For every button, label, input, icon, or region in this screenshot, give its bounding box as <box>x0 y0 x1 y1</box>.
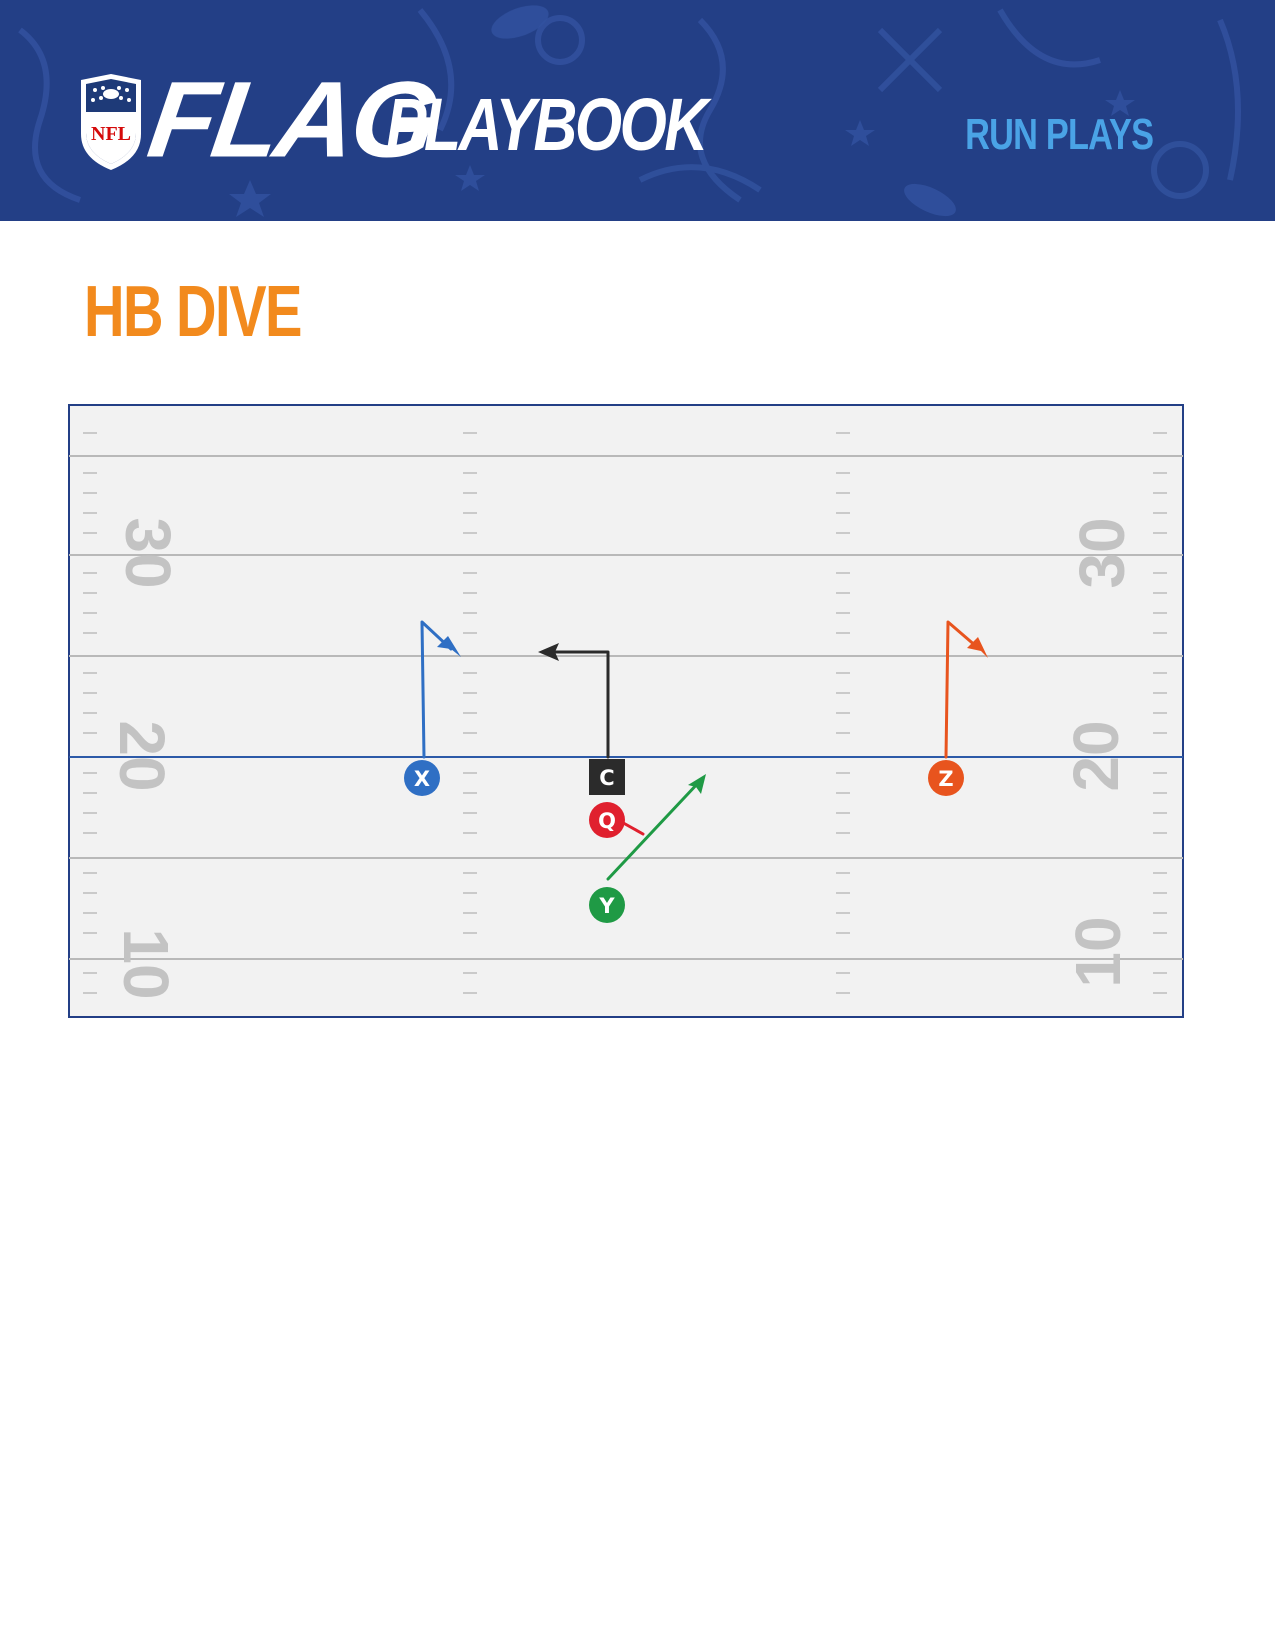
banner-pattern <box>18 5 1241 217</box>
header-banner: NFL FLAG PLAYBOOK RUN PLAYS <box>0 0 1275 221</box>
c-route-arrowhead <box>538 643 559 661</box>
svg-text:X: X <box>414 767 430 791</box>
field-diagram: 30 20 10 30 20 10 X C Q Y Z <box>68 404 1184 1018</box>
hash-marks <box>83 432 1167 994</box>
section-label: RUN PLAYS <box>964 110 1154 159</box>
svg-text:C: C <box>599 766 614 790</box>
z-route-arrowhead <box>967 637 988 658</box>
yard-numbers-right: 30 20 10 <box>1060 517 1138 987</box>
z-route <box>944 620 979 759</box>
yard-number-left-10: 10 <box>110 928 182 999</box>
yard-number-left-30: 30 <box>112 517 184 588</box>
play-title: HB DIVE <box>84 272 302 352</box>
playbook-wordmark: PLAYBOOK <box>386 83 708 166</box>
yard-number-left-20: 20 <box>106 720 178 791</box>
player-x: X <box>404 760 440 796</box>
svg-text:Q: Q <box>598 809 616 833</box>
y-route-arrowhead <box>688 774 706 794</box>
x-route-arrowhead <box>437 636 461 657</box>
player-q: Q <box>589 802 625 838</box>
yard-numbers-left: 30 20 10 <box>106 517 184 999</box>
yard-number-right-10: 10 <box>1062 916 1134 987</box>
x-route <box>420 620 453 759</box>
player-y: Y <box>589 887 625 923</box>
yard-number-right-30: 30 <box>1066 517 1138 588</box>
player-c: C <box>589 759 625 795</box>
nfl-shield-logo: NFL <box>81 74 141 170</box>
player-z: Z <box>928 760 964 796</box>
svg-text:NFL: NFL <box>91 123 131 145</box>
c-route <box>546 650 610 759</box>
field-border <box>68 404 1184 1018</box>
y-route <box>606 779 702 881</box>
svg-text:Y: Y <box>598 894 615 918</box>
svg-text:Z: Z <box>938 767 953 791</box>
yard-number-right-20: 20 <box>1060 720 1132 791</box>
